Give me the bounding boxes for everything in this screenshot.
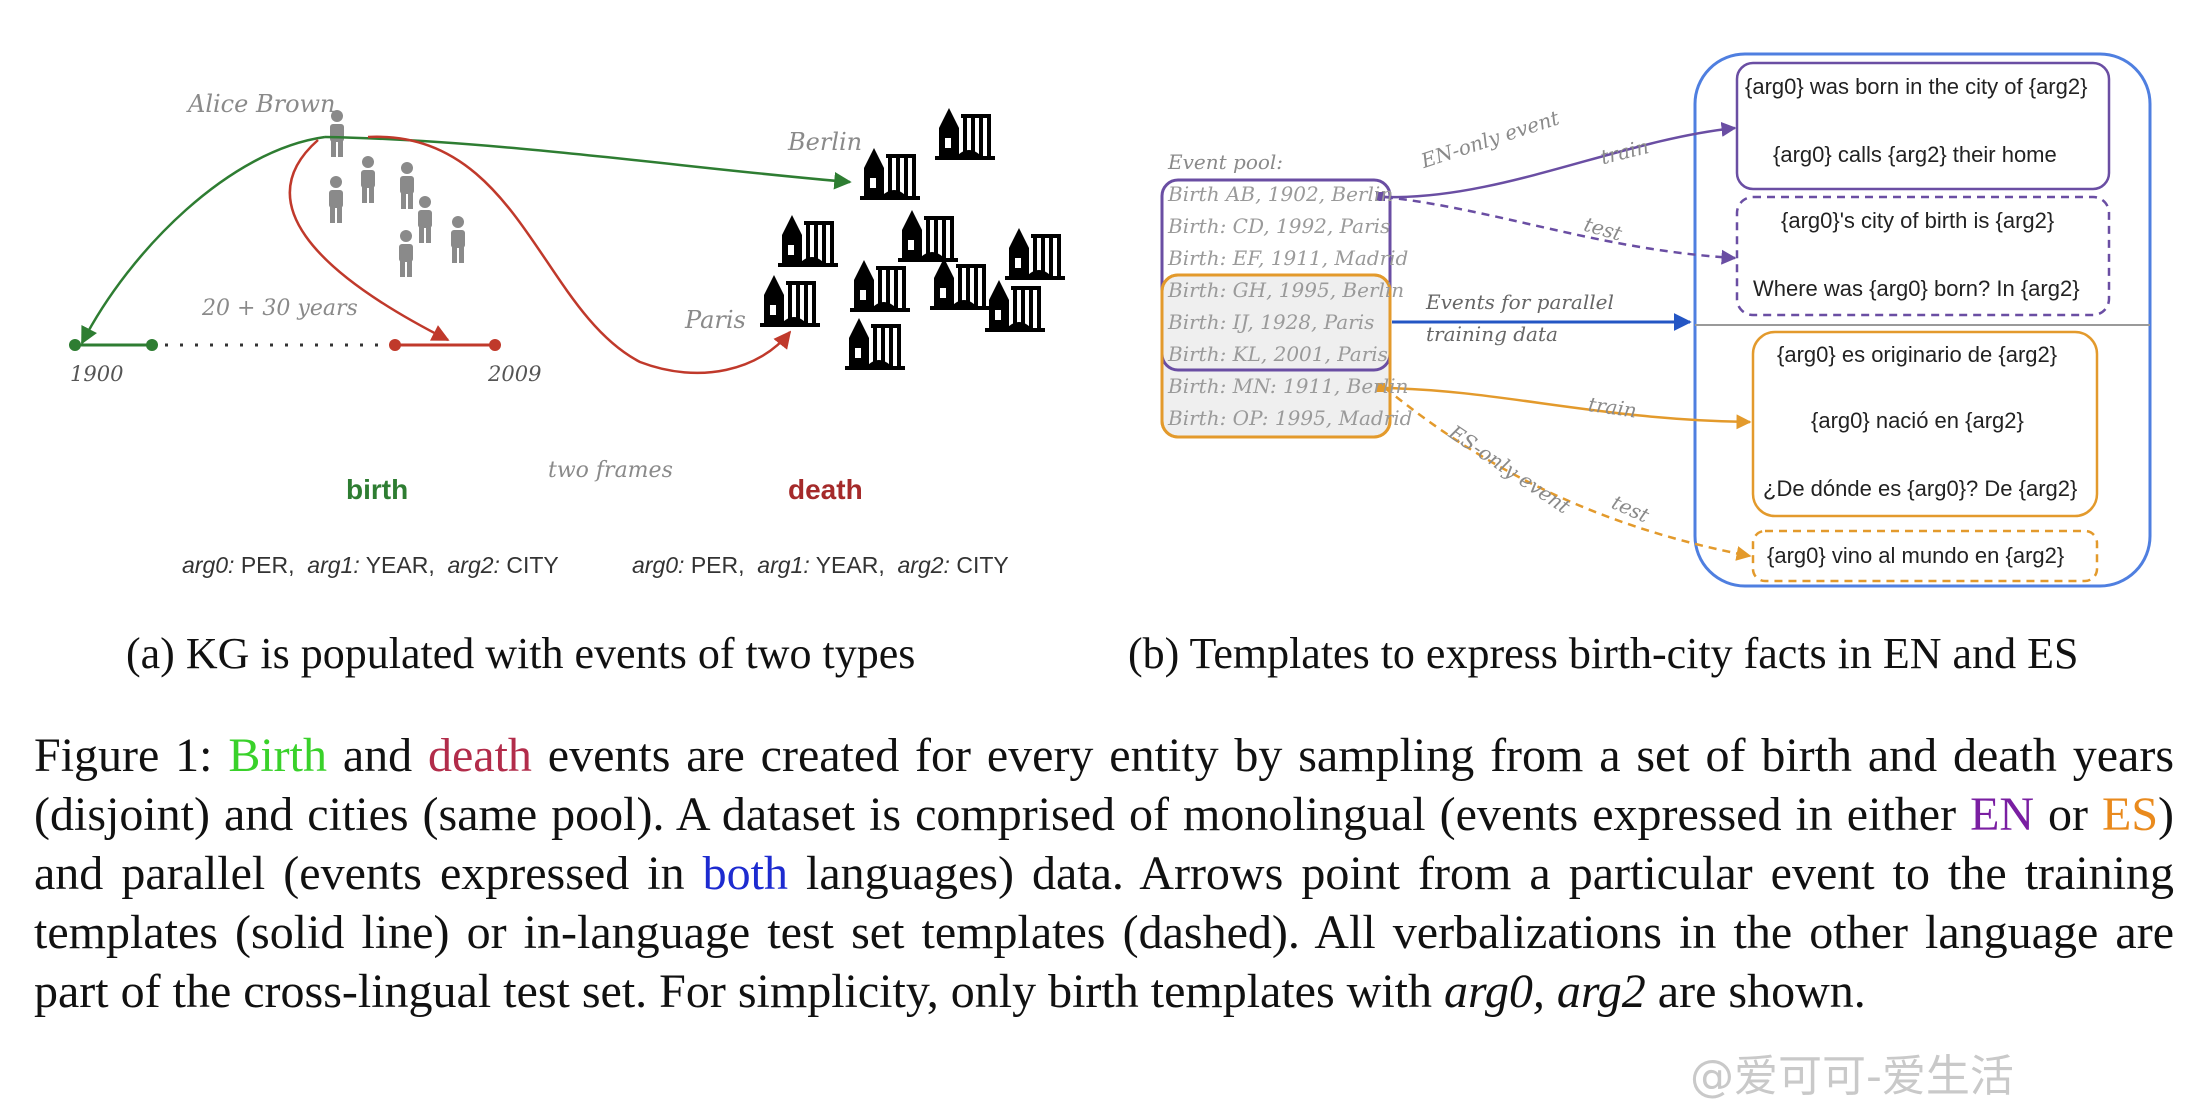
pool-item: Birth: CD, 1992, Paris: [1168, 214, 1391, 238]
timeline: [69, 339, 501, 351]
caption-part: and: [327, 729, 428, 782]
birth-val1: YEAR,: [359, 552, 435, 578]
pool-item: Birth: MN: 1911, Berlin: [1168, 374, 1409, 398]
birth-val2: CITY: [499, 552, 559, 578]
arrows-panel-a: [80, 135, 852, 375]
es-train-template: {arg0} nació en {arg2}: [1811, 408, 2024, 433]
death-arg0: arg0:: [632, 552, 685, 578]
birth-args: arg0: PER, arg1: YEAR, arg2: CITY: [182, 552, 559, 579]
pool-boxes: [1160, 178, 1392, 439]
person-name: Alice Brown: [188, 90, 336, 118]
caption-en: EN: [1970, 788, 2035, 841]
city-berlin: Berlin: [788, 128, 863, 156]
es-test-template: {arg0} vino al mundo en {arg2}: [1767, 543, 2065, 568]
death-val0: PER,: [684, 552, 745, 578]
city-paris: Paris: [685, 306, 746, 334]
watermark-text: @爱可可-爱生活: [1690, 1051, 2014, 1102]
template-frame: [1693, 52, 2152, 588]
caption-birth: Birth: [228, 729, 327, 782]
death-val1: YEAR,: [809, 552, 885, 578]
year-start: 1900: [70, 362, 124, 386]
caption-both: both: [702, 847, 788, 900]
birth-arg0: arg0:: [182, 552, 235, 578]
en-train-template: {arg0} was born in the city of {arg2}: [1745, 74, 2088, 99]
death-arg2: arg2:: [897, 552, 950, 578]
es-train-template: {arg0} es originario de {arg2}: [1777, 342, 2058, 367]
pool-item: Birth AB, 1902, Berlin: [1168, 182, 1394, 206]
caption-part: or: [2034, 788, 2103, 841]
people-icons: [329, 110, 465, 277]
caption-es: ES: [2102, 788, 2159, 841]
parallel-label-1: Events for parallel: [1426, 290, 1614, 314]
pool-item: Birth: KL, 2001, Paris: [1168, 342, 1388, 366]
pool-item: Birth: IJ, 1928, Paris: [1168, 310, 1375, 334]
birth-arg2: arg2:: [447, 552, 500, 578]
death-label: death: [788, 474, 863, 505]
death-arg1: arg1:: [757, 552, 810, 578]
death-args: arg0: PER, arg1: YEAR, arg2: CITY: [632, 552, 1009, 579]
birth-val0: PER,: [234, 552, 295, 578]
birth-label: birth: [346, 474, 409, 505]
caption-part: languages) data. Arrows point from a par…: [34, 847, 2174, 1018]
caption-part: events are created for every entity by s…: [34, 729, 2175, 841]
caption-part: Figure 1:: [34, 729, 229, 782]
death-val2: CITY: [949, 552, 1009, 578]
pool-item: Birth: EF, 1911, Madrid: [1168, 246, 1409, 270]
caption-part: ) and parallel (events expressed in: [34, 788, 2175, 900]
en-train-template: {arg0} calls {arg2} their home: [1773, 142, 2057, 167]
pool-title: Event pool:: [1168, 150, 1284, 174]
caption-part: are shown.: [1645, 965, 1866, 1018]
years-note: 20 + 30 years: [202, 296, 358, 321]
birth-arg1: arg1:: [307, 552, 360, 578]
arrows-panel-b: [1376, 121, 1752, 561]
pool-item: Birth: GH, 1995, Berlin: [1168, 278, 1405, 302]
en-test-template: Where was {arg0} born? In {arg2}: [1753, 276, 2080, 301]
caption-args: arg0, arg2: [1444, 965, 1646, 1018]
parallel-label-2: training data: [1426, 322, 1558, 346]
year-end: 2009: [488, 362, 542, 386]
caption-death: death: [427, 729, 532, 782]
figure-caption: Figure 1: Birth and death events are cre…: [34, 726, 2174, 1021]
frames-note: two frames: [548, 458, 673, 483]
subcaption-a: (a) KG is populated with events of two t…: [126, 629, 916, 678]
pool-item: Birth: OP: 1995, Madrid: [1168, 406, 1413, 430]
en-test-template: {arg0}'s city of birth is {arg2}: [1781, 208, 2055, 233]
es-train-template: ¿De dónde es {arg0}? De {arg2}: [1763, 476, 2078, 501]
subcaption-b: (b) Templates to express birth-city fact…: [1128, 629, 2079, 678]
